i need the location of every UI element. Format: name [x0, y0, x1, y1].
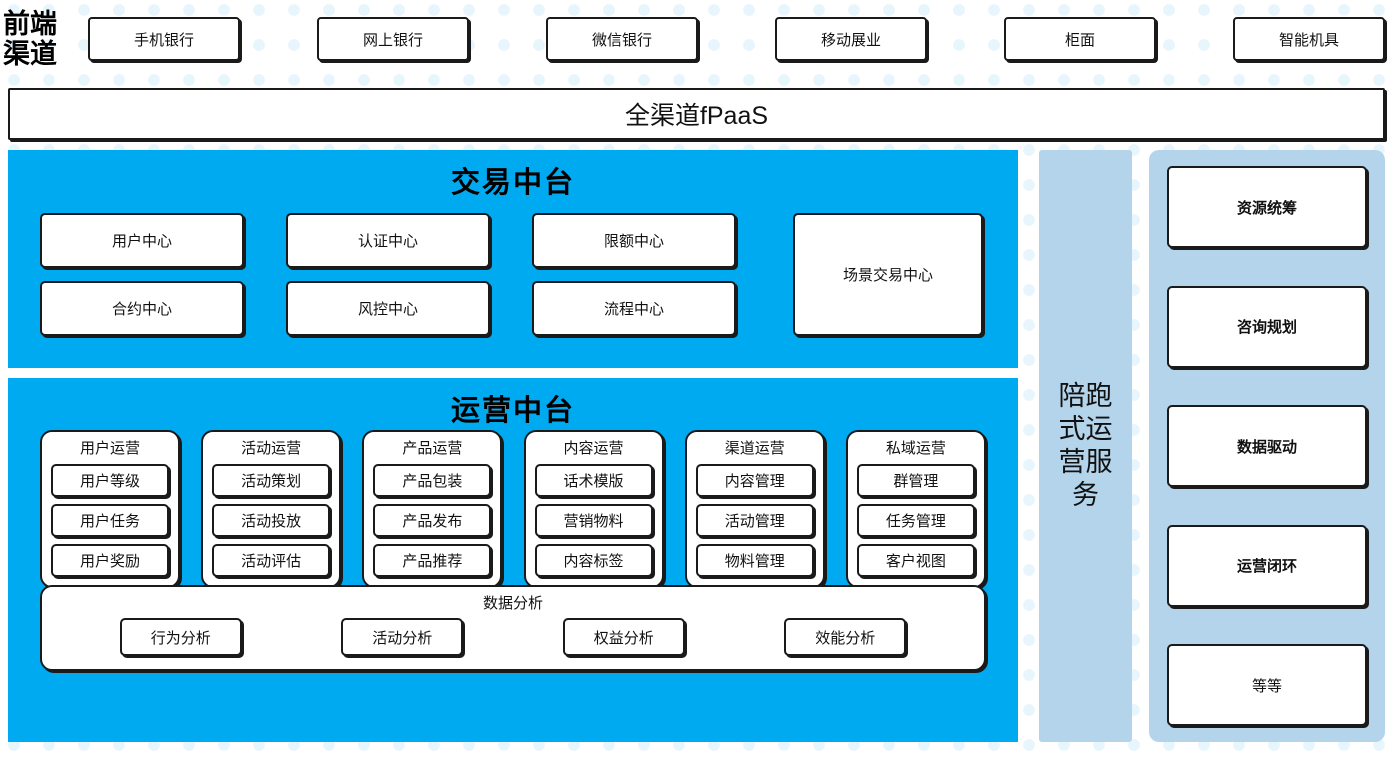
ops-item-product-recommend[interactable]: 产品推荐	[373, 544, 492, 577]
ops-item-task-management[interactable]: 任务管理	[856, 504, 975, 537]
channel-item-online-bank[interactable]: 网上银行	[317, 17, 469, 61]
channel-item-mobile-field[interactable]: 移动展业	[775, 17, 927, 61]
ops-group-user[interactable]: 用户运营 用户等级 用户任务 用户奖励	[40, 430, 180, 588]
data-analysis-item-benefit[interactable]: 权益分析	[562, 618, 685, 656]
ops-item-campaign-evaluation[interactable]: 活动评估	[212, 544, 331, 577]
ops-group-title-private-domain: 私域运营	[885, 440, 946, 457]
data-analysis-item-campaign[interactable]: 活动分析	[341, 618, 464, 656]
data-analysis-box[interactable]: 数据分析 行为分析 活动分析 权益分析 效能分析	[40, 585, 986, 671]
trade-cell-riskcontrol-center[interactable]: 风控中心	[286, 281, 490, 336]
data-analysis-item-behavior[interactable]: 行为分析	[119, 618, 242, 656]
capability-item-operation-closed-loop[interactable]: 运营闭环	[1167, 524, 1367, 607]
ops-item-campaign-planning[interactable]: 活动策划	[212, 464, 331, 497]
ops-item-script-template[interactable]: 话术模版	[534, 464, 653, 497]
ops-group-title-channel: 渠道运营	[724, 440, 785, 457]
channel-item-counter[interactable]: 柜面	[1004, 17, 1156, 61]
ops-group-campaign[interactable]: 活动运营 活动策划 活动投放 活动评估	[201, 430, 342, 588]
channel-item-smart-machine[interactable]: 智能机具	[1233, 17, 1385, 61]
platforms-column: 交易中台 用户中心 认证中心 限额中心 合约中心 风控中心 流程中心 场景交易中…	[8, 150, 1018, 742]
front-end-channel-label: 前端 渠道	[0, 9, 88, 69]
operations-platform-title: 运营中台	[450, 395, 575, 427]
front-end-channel-row: 前端 渠道 手机银行 网上银行 微信银行 移动展业 柜面 智能机具	[0, 0, 1393, 78]
accompany-operation-service-label: 陪跑式运营服务	[1058, 381, 1113, 510]
ops-item-user-level[interactable]: 用户等级	[51, 464, 169, 497]
ops-item-customer-view[interactable]: 客户视图	[856, 544, 975, 577]
trade-cell-scenario-trade-center[interactable]: 场景交易中心	[793, 213, 983, 336]
ops-item-content-management[interactable]: 内容管理	[695, 464, 814, 497]
ops-group-private-domain[interactable]: 私域运营 群管理 任务管理 客户视图	[845, 430, 986, 588]
data-analysis-items: 行为分析 活动分析 权益分析 效能分析	[42, 613, 984, 656]
main-area: 交易中台 用户中心 认证中心 限额中心 合约中心 风控中心 流程中心 场景交易中…	[8, 150, 1385, 748]
capability-item-etc[interactable]: 等等	[1167, 644, 1367, 726]
data-analysis-item-efficiency[interactable]: 效能分析	[784, 618, 907, 656]
operations-platform-panel: 运营中台 用户运营 用户等级 用户任务 用户奖励 活动运营 活动策划 活动投放 …	[8, 378, 1018, 742]
channel-item-wechat-bank[interactable]: 微信银行	[546, 17, 698, 61]
ops-item-campaign-management[interactable]: 活动管理	[695, 504, 814, 537]
accompany-operation-service-column[interactable]: 陪跑式运营服务	[1039, 150, 1132, 742]
channel-label-line1: 前端	[3, 9, 57, 39]
ops-group-title-content: 内容运营	[563, 440, 624, 457]
ops-item-marketing-material[interactable]: 营销物料	[534, 504, 653, 537]
channel-item-mobile-bank[interactable]: 手机银行	[88, 17, 240, 61]
ops-item-user-reward[interactable]: 用户奖励	[51, 544, 169, 577]
ops-item-user-task[interactable]: 用户任务	[51, 504, 169, 537]
ops-group-content[interactable]: 内容运营 话术模版 营销物料 内容标签	[523, 430, 664, 588]
data-analysis-title: 数据分析	[482, 595, 543, 612]
capability-item-data-driven[interactable]: 数据驱动	[1167, 405, 1367, 487]
capability-item-resource-coordination[interactable]: 资源统筹	[1167, 166, 1367, 248]
ops-item-campaign-delivery[interactable]: 活动投放	[212, 504, 331, 537]
trade-platform-body: 用户中心 认证中心 限额中心 合约中心 风控中心 流程中心 场景交易中心	[8, 205, 1018, 355]
ops-item-product-release[interactable]: 产品发布	[373, 504, 492, 537]
omnichannel-fpaas-bar[interactable]: 全渠道fPaaS	[8, 88, 1385, 140]
ops-group-channel[interactable]: 渠道运营 内容管理 活动管理 物料管理	[684, 430, 825, 588]
trade-platform-panel: 交易中台 用户中心 认证中心 限额中心 合约中心 风控中心 流程中心 场景交易中…	[8, 150, 1018, 368]
trade-cell-user-center[interactable]: 用户中心	[40, 213, 244, 268]
ops-group-title-campaign: 活动运营	[241, 440, 302, 457]
operations-groups-container: 用户运营 用户等级 用户任务 用户奖励 活动运营 活动策划 活动投放 活动评估 …	[40, 430, 986, 588]
trade-cell-limit-center[interactable]: 限额中心	[532, 213, 736, 268]
ops-group-product[interactable]: 产品运营 产品包装 产品发布 产品推荐	[362, 430, 503, 588]
ops-item-material-management[interactable]: 物料管理	[695, 544, 814, 577]
trade-cell-contract-center[interactable]: 合约中心	[40, 281, 244, 336]
capability-panel: 资源统筹 咨询规划 数据驱动 运营闭环 等等	[1149, 150, 1385, 742]
ops-group-title-user: 用户运营	[79, 440, 140, 457]
ops-item-product-packaging[interactable]: 产品包装	[373, 464, 492, 497]
capability-item-consulting-planning[interactable]: 咨询规划	[1167, 285, 1367, 368]
trade-platform-title: 交易中台	[450, 167, 575, 199]
trade-cell-process-center[interactable]: 流程中心	[532, 281, 736, 336]
ops-group-title-product: 产品运营	[402, 440, 463, 457]
channel-label-line2: 渠道	[3, 39, 57, 69]
trade-cell-auth-center[interactable]: 认证中心	[286, 213, 490, 268]
channel-items-container: 手机银行 网上银行 微信银行 移动展业 柜面 智能机具	[88, 17, 1393, 61]
data-analysis-strip: 数据分析 行为分析 活动分析 权益分析 效能分析	[40, 585, 1050, 671]
ops-item-content-tag[interactable]: 内容标签	[534, 544, 653, 577]
ops-item-group-management[interactable]: 群管理	[856, 464, 975, 497]
